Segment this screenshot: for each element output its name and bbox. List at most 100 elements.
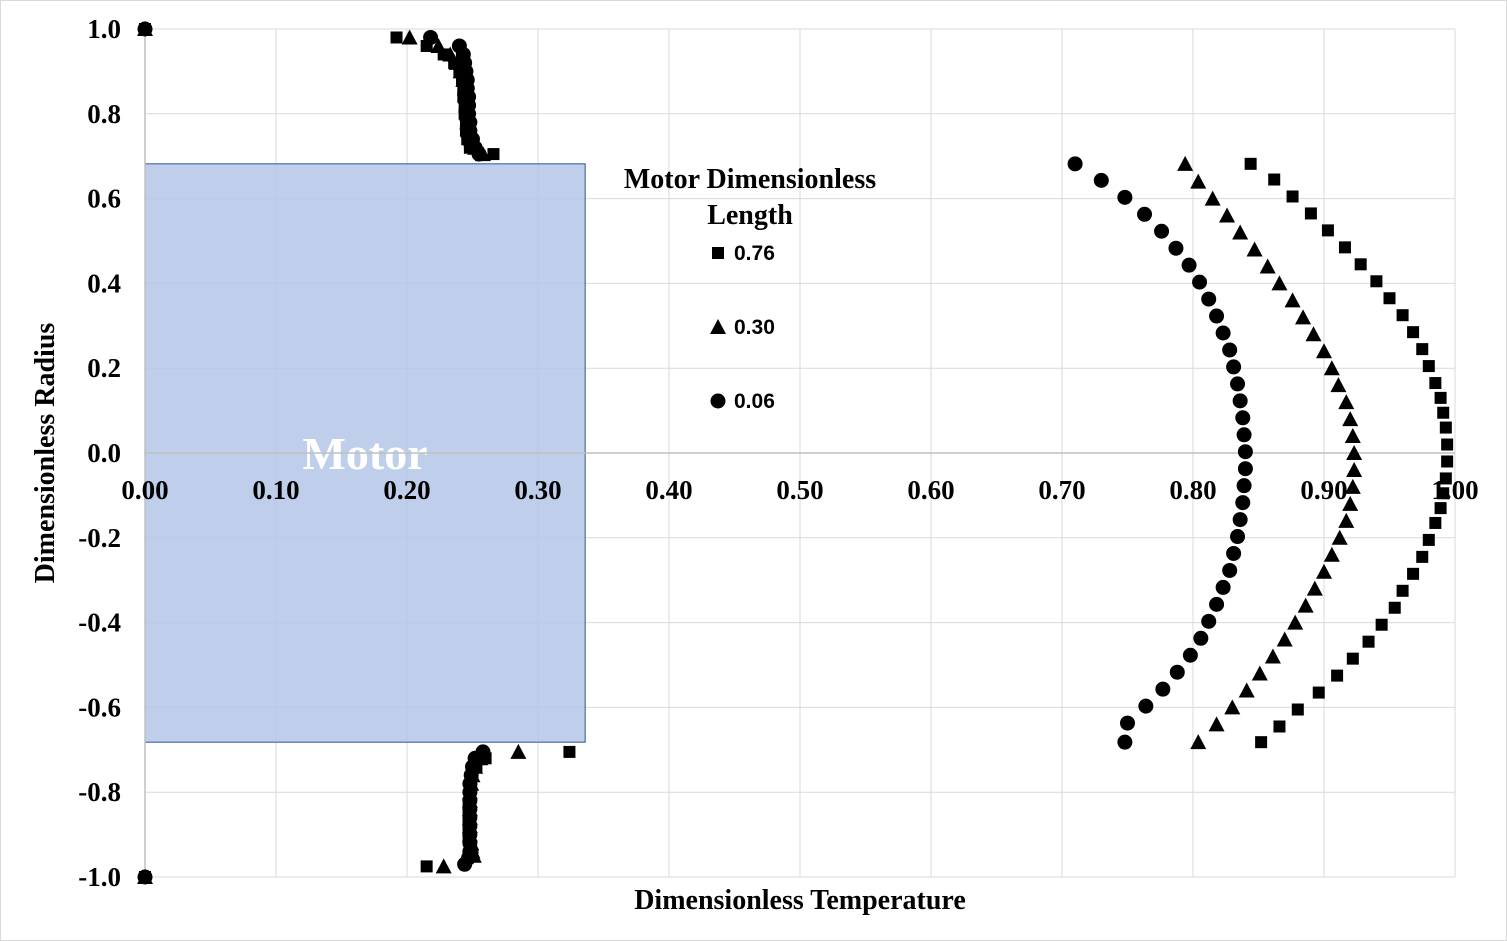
y-tick-label: -0.8 xyxy=(78,777,121,807)
data-point-circle xyxy=(1226,545,1242,561)
data-point-circle xyxy=(1155,681,1171,697)
data-point-triangle xyxy=(1190,734,1207,750)
data-point-square xyxy=(1338,241,1351,254)
data-point-triangle xyxy=(1342,411,1359,427)
x-tick-label: 0.70 xyxy=(1038,475,1085,505)
data-point-circle xyxy=(1215,579,1231,595)
x-tick-label: 0.10 xyxy=(252,475,299,505)
data-point-circle xyxy=(457,856,473,872)
legend-title-line-2: Length xyxy=(707,200,793,231)
data-point-square xyxy=(1422,360,1435,373)
data-point-square xyxy=(1416,550,1429,563)
data-point-triangle xyxy=(1208,716,1225,732)
data-point-circle xyxy=(1201,291,1217,307)
x-tick-label: 0.90 xyxy=(1300,475,1347,505)
data-point-square xyxy=(1407,326,1420,339)
data-point-circle xyxy=(1168,240,1184,256)
data-point-triangle xyxy=(1276,631,1293,647)
legend: Motor Dimensionless Length 0.760.300.06 xyxy=(624,164,876,413)
y-axis-title: Dimensionless Radius xyxy=(30,323,61,584)
data-point-triangle xyxy=(435,858,452,874)
y-tick-label: -0.4 xyxy=(78,608,121,638)
data-point-circle xyxy=(1237,444,1253,460)
data-point-triangle xyxy=(1316,343,1332,359)
legend-marker-triangle xyxy=(710,319,726,334)
data-point-triangle xyxy=(1264,648,1281,664)
data-point-circle xyxy=(1226,359,1242,375)
data-point-circle xyxy=(1237,461,1253,477)
data-point-square xyxy=(1439,472,1452,485)
data-point-triangle xyxy=(1284,292,1301,308)
data-point-square xyxy=(1429,377,1442,390)
x-tick-label: 0.80 xyxy=(1169,475,1216,505)
data-point-triangle xyxy=(1344,428,1361,444)
data-point-triangle xyxy=(1224,699,1241,715)
data-point-square xyxy=(1273,720,1286,733)
data-point-circle xyxy=(423,29,439,45)
data-point-circle xyxy=(1193,630,1209,646)
data-point-circle xyxy=(1232,512,1248,528)
data-point-triangle xyxy=(1344,478,1361,494)
data-point-triangle xyxy=(1323,546,1340,562)
data-point-triangle xyxy=(1342,495,1359,511)
data-point-triangle xyxy=(1238,682,1255,698)
y-tick-label: 0.2 xyxy=(87,353,121,383)
data-point-circle xyxy=(1222,562,1238,578)
legend-items: 0.76 0.30 0.06 xyxy=(710,242,775,413)
data-point-circle xyxy=(1236,427,1252,443)
data-point-triangle xyxy=(1316,563,1332,579)
data-point-triangle xyxy=(1297,597,1314,613)
data-point-circle xyxy=(1222,342,1238,358)
data-point-triangle xyxy=(1338,394,1355,410)
data-point-circle xyxy=(1169,664,1185,680)
data-point-square xyxy=(1388,601,1401,614)
x-tick-label: 0.40 xyxy=(645,475,692,505)
data-point-square xyxy=(1434,391,1447,404)
legend-label: 0.76 xyxy=(734,242,775,265)
data-point-triangle xyxy=(1330,377,1347,393)
y-tick-label: 1.0 xyxy=(87,14,121,44)
data-point-circle xyxy=(1192,274,1208,290)
data-point-triangle xyxy=(442,46,459,62)
data-point-square xyxy=(390,31,403,44)
x-tick-label: 0.20 xyxy=(383,475,430,505)
y-tick-label: -0.6 xyxy=(78,692,121,722)
data-point-square xyxy=(1375,618,1388,631)
data-point-square xyxy=(420,860,433,873)
data-point-square xyxy=(1370,275,1383,288)
data-point-square xyxy=(1437,406,1450,419)
x-axis-title: Dimensionless Temperature xyxy=(634,885,966,916)
data-point-circle xyxy=(1182,647,1198,663)
legend-label: 0.06 xyxy=(734,390,775,413)
data-point-square xyxy=(1291,703,1304,716)
data-point-triangle xyxy=(1219,207,1236,223)
data-point-triangle xyxy=(1271,275,1288,291)
y-tick-label: 0.0 xyxy=(87,438,121,468)
data-point-square xyxy=(1383,292,1396,305)
data-point-triangle xyxy=(1346,461,1363,477)
data-point-square xyxy=(1429,516,1442,529)
data-point-triangle xyxy=(1251,665,1268,681)
data-point-square xyxy=(1354,258,1367,271)
data-point-circle xyxy=(1181,257,1197,273)
legend-label: 0.30 xyxy=(734,316,775,339)
data-point-circle xyxy=(1232,393,1248,409)
data-point-square xyxy=(1396,584,1409,597)
y-tick-label: -1.0 xyxy=(78,862,121,892)
data-point-circle xyxy=(1209,596,1225,612)
data-points xyxy=(137,21,1454,885)
data-point-circle xyxy=(1230,376,1246,392)
data-point-circle xyxy=(1138,698,1154,714)
legend-marker-square xyxy=(712,247,724,259)
legend-marker-circle xyxy=(710,393,726,409)
data-point-circle xyxy=(1137,206,1153,222)
data-point-triangle xyxy=(1306,580,1323,596)
data-point-triangle xyxy=(1232,224,1249,240)
data-point-circle xyxy=(1230,529,1246,545)
data-point-circle xyxy=(1067,156,1083,172)
data-point-square xyxy=(1362,635,1375,648)
data-point-circle xyxy=(1236,478,1252,494)
data-point-square xyxy=(1268,173,1281,186)
